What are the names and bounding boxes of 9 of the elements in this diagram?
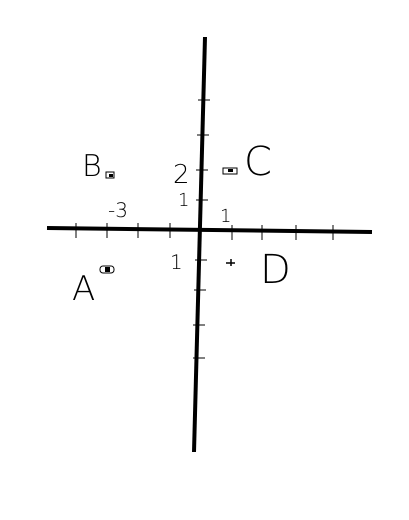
- axis-tick-label: 2: [173, 162, 190, 188]
- axis-tick-label: 1: [178, 192, 190, 210]
- axis-tick-label: -3: [108, 200, 128, 220]
- axis-tick-label: 1: [220, 208, 232, 226]
- axis-tick-label: 1: [170, 252, 183, 272]
- point-label: B: [82, 152, 102, 182]
- point-label: C: [244, 142, 272, 182]
- point-label: A: [72, 272, 96, 306]
- point-label: D: [260, 250, 291, 290]
